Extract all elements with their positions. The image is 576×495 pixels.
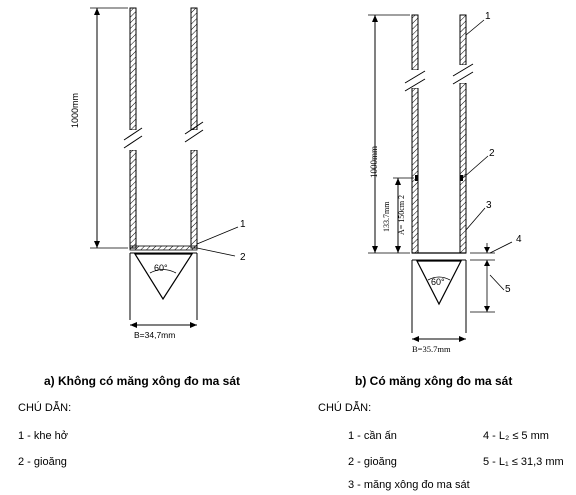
fig-b-inner-label-2: A= 150cm 2 [397, 194, 406, 235]
fig-b-callout-4: 4 [516, 234, 522, 245]
fig-a-legend-title: CHÚ DẪN: [18, 402, 72, 414]
fig-b-legend-item-5: 5 - L₁ ≤ 31,3 mm [483, 456, 564, 468]
fig-b-leader-4 [489, 241, 513, 254]
fig-a-width-dimension [130, 322, 197, 328]
fig-a-callout-2: 2 [240, 252, 246, 263]
fig-b-leader-1 [465, 19, 485, 36]
fig-a-angle-label: 60° [154, 263, 168, 273]
fig-b-legend-title: CHÚ DẪN: [318, 402, 372, 414]
fig-b-leader-5 [489, 274, 505, 291]
fig-a-leader-1 [196, 226, 239, 245]
fig-a-left-rod [123, 7, 143, 249]
fig-b-length-dimension [368, 14, 410, 254]
fig-a-callout-1: 1 [240, 219, 246, 230]
fig-b-angle-label: 60° [431, 277, 445, 287]
figure-b-drawing [368, 14, 513, 342]
fig-a-length-label: 1000mm [70, 92, 80, 128]
fig-b-leader-3 [465, 207, 486, 231]
fig-b-callout-1: 1 [485, 11, 491, 22]
fig-a-cone [129, 252, 198, 320]
fig-a-legend-item-2: 2 - gioăng [18, 456, 67, 468]
fig-b-caption: b) Có măng xông đo ma sát [355, 374, 513, 388]
fig-b-callout-2: 2 [489, 148, 495, 159]
fig-b-legend-item-2: 2 - gioăng [348, 456, 397, 468]
fig-a-seal [129, 245, 198, 251]
fig-a-leader-2 [196, 247, 236, 257]
fig-a-right-rod [184, 7, 204, 249]
fig-b-right-rod [452, 14, 474, 254]
fig-a-caption: a) Không có măng xông đo ma sát [44, 374, 241, 388]
fig-b-inner-dimension [393, 177, 414, 253]
fig-b-legend-item-1: 1 - cần ấn [348, 430, 397, 442]
fig-b-cone [411, 259, 467, 333]
fig-b-width-dimension [412, 336, 466, 342]
figure-a-drawing [90, 7, 239, 328]
fig-b-inner-label-1: 133.7mm [382, 201, 391, 232]
fig-b-length-label: 1000mm [369, 145, 379, 178]
fig-b-callout-3: 3 [486, 200, 492, 211]
fig-b-callout-5: 5 [505, 284, 511, 295]
fig-b-leader-2 [462, 155, 489, 179]
fig-b-width-label: B=35.7mm [412, 344, 451, 354]
fig-b-legend-item-3: 3 - măng xông đo ma sát [348, 479, 470, 491]
fig-b-side-dimensions [470, 243, 495, 313]
fig-a-legend-item-1: 1 - khe hở [18, 430, 69, 442]
fig-b-left-rod [404, 14, 426, 254]
fig-a-length-dimension [90, 7, 128, 249]
fig-b-legend-item-4: 4 - L₂ ≤ 5 mm [483, 430, 549, 442]
fig-a-width-label: B=34,7mm [134, 330, 176, 340]
